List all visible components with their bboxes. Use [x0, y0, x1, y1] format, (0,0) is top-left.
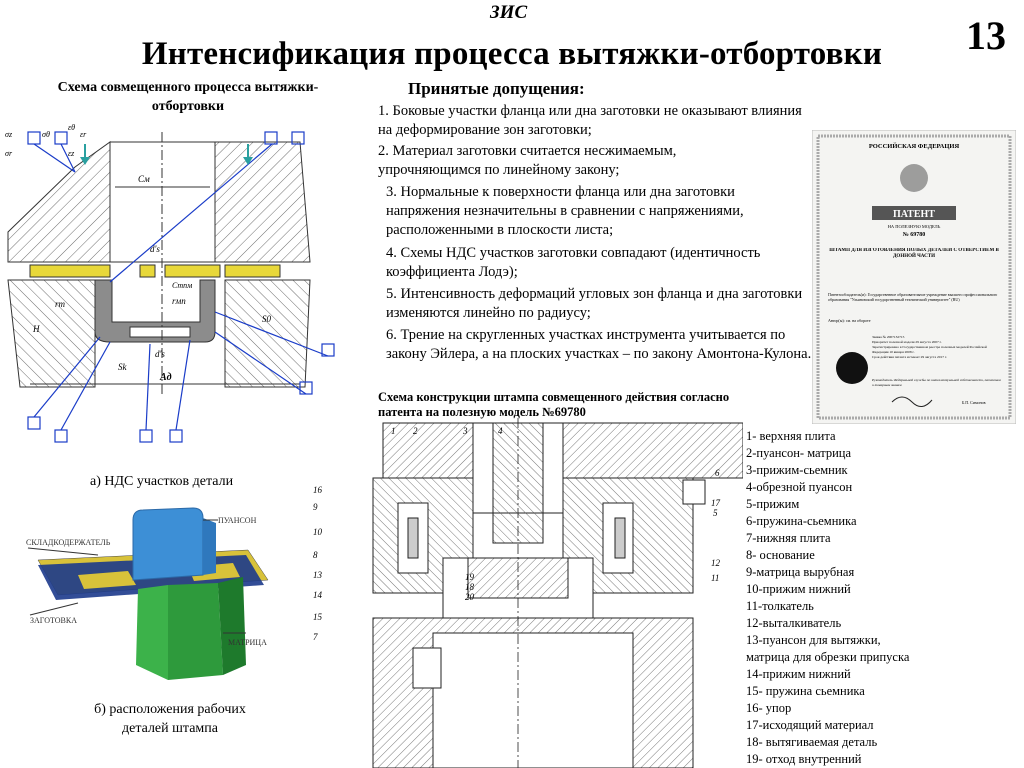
patent-certificate: РОССИЙСКАЯ ФЕДЕРАЦИЯ ПАТЕНТ НА ПОЛЕЗНУЮ …: [812, 130, 1016, 424]
legend-item: 7-нижняя плита: [746, 531, 831, 545]
label-eps-theta: εθ: [68, 123, 75, 132]
assumption-item: 1. Боковые участки фланца или дна загото…: [378, 103, 802, 138]
legend-item: 1- верхняя плита: [746, 429, 836, 443]
callout-7: 7: [313, 632, 318, 642]
assumption-item: 2. Материал заготовки считается несжимае…: [378, 143, 677, 178]
callout-13: 13: [313, 570, 323, 580]
cert-subtitle: НА ПОЛЕЗНУЮ МОДЕЛЬ: [888, 224, 941, 229]
legend-item: 15- пружина сьемника: [746, 684, 865, 698]
cert-type: ПАТЕНТ: [893, 209, 935, 220]
callout-4: 4: [498, 426, 503, 436]
dim-ds2: d's: [155, 349, 165, 359]
dim-cmpm: Cmпм: [172, 281, 192, 290]
label-eps-r: εr: [80, 130, 87, 139]
cert-country: РОССИЙСКАЯ ФЕДЕРАЦИЯ: [869, 142, 960, 150]
legend-item: 6-пружина-сьемника: [746, 514, 857, 528]
assumption-item: 6. Трение на скругленных участках инстру…: [386, 327, 812, 362]
callout-1: 1: [391, 426, 396, 436]
legend-item: 14-прижим нижний: [746, 667, 851, 681]
label-die: МАТРИЦА: [228, 638, 267, 647]
callout-20: 20: [465, 592, 475, 602]
signature-icon: [891, 396, 933, 407]
legend-item: 9-матрица вырубная: [746, 565, 855, 579]
cert-priority: Приоритет полезной модели 29 августа 200…: [872, 340, 942, 344]
dim-h: H: [32, 324, 40, 334]
callout-5: 5: [713, 508, 718, 518]
parts-legend: 1- верхняя плита 2-пуансон- матрица 3-приж…: [746, 428, 909, 768]
label-holder: СКЛАДКОДЕРЖАТЕЛЬ: [26, 538, 111, 547]
cert-signatory: Б.П. Симонов: [962, 400, 986, 405]
callout-10: 10: [313, 527, 323, 537]
callout-19: 19: [465, 572, 475, 582]
callout-8: 8: [313, 550, 318, 560]
page-title: Интенсификация процесса вытяжки-отбортов…: [141, 36, 883, 72]
legend-item: 5-прижим: [746, 497, 800, 511]
callout-14: 14: [313, 590, 323, 600]
legend-item: 19- отход внутренний: [746, 752, 862, 766]
assumption-item: 3. Нормальные к поверхности фланца или д…: [386, 184, 744, 238]
slide-number: 13: [966, 13, 1006, 58]
callout-15: 15: [313, 612, 323, 622]
legend-item: 3-прижим-сьемник: [746, 463, 848, 477]
callout-11: 11: [711, 573, 719, 583]
legend-item: матрица для обрезки припуска: [746, 650, 910, 664]
cert-number: № 69780: [903, 232, 926, 238]
legend-item: 11-толкатель: [746, 599, 814, 613]
label-sigma-theta: σθ: [42, 130, 50, 139]
legend-item: 12-выталкиватель: [746, 616, 842, 630]
legend-item: 8- основание: [746, 548, 815, 562]
legend-item: 18- вытягиваемая деталь: [746, 735, 878, 749]
label-sigma-r: σr: [5, 149, 13, 158]
assumption-item: 5. Интенсивность деформаций угловых зон …: [386, 286, 803, 321]
dim-cm: Cм: [138, 174, 150, 184]
assumptions-heading: Принятые допущения:: [408, 79, 585, 98]
dim-s0: S0: [262, 314, 272, 324]
dim-sk: Sk: [118, 362, 128, 372]
legend-item: 17-исходящий материал: [746, 718, 874, 732]
legend-item: 2-пуансон- матрица: [746, 446, 852, 460]
cert-chief: Руководитель Федеральной службы по интел…: [872, 378, 1001, 387]
caption-b: б) расположения рабочих деталей штампа: [94, 702, 246, 736]
dim-rmp: rмп: [172, 296, 186, 306]
callout-6: 6: [715, 468, 720, 478]
emblem-icon: [900, 164, 928, 192]
header-org: ЗИС: [490, 2, 528, 23]
cert-invention-title: ШТАМП ДЛЯ ИЗГОТОВЛЕНИЯ ПОЛЫХ ДЕТАЛЕЙ С О…: [829, 248, 999, 259]
cert-holder: Патентообладатель(и): Государственное об…: [828, 292, 998, 302]
cert-registered: Зарегистрировано в Государственном реест…: [872, 345, 987, 354]
dim-ad: Aд: [159, 372, 172, 383]
legend-item: 10-прижим нижний: [746, 582, 851, 596]
dim-ds: d's: [150, 244, 160, 254]
callout-12: 12: [711, 558, 721, 568]
patent-caption: Схема конструкции штампа совмещенного де…: [378, 390, 730, 419]
callout-2: 2: [413, 426, 418, 436]
callout-3: 3: [462, 426, 468, 436]
scheme-caption: Схема совмещенного процесса вытяжки-отбо…: [57, 80, 319, 114]
die-parts-3d-model: ПУАНСОН СКЛАДКОДЕРЖАТЕЛЬ ЗАГОТОВКА МАТРИ…: [26, 507, 269, 680]
dim-rm: rm: [55, 299, 66, 309]
legend-item: 16- упор: [746, 701, 792, 715]
caption-a: а) НДС участков детали: [90, 474, 234, 489]
label-eps-z: εz: [68, 149, 75, 158]
callout-16: 16: [313, 485, 323, 495]
cert-application: Заявка № 2007132715: [872, 335, 905, 339]
callout-9: 9: [313, 502, 318, 512]
assumption-item: 4. Схемы НДС участков заготовки совпадаю…: [386, 245, 761, 280]
label-blank: ЗАГОТОВКА: [30, 616, 77, 625]
legend-item: 13-пуансон для вытяжки,: [746, 633, 881, 647]
seal-icon: [836, 352, 868, 384]
callout-17: 17: [711, 498, 721, 508]
die-design-drawing: 1 2 3 4 5 6 7 8 9 10 11 12 13 14 15 16 1…: [313, 418, 743, 768]
cert-authors: Автор(ы): см. на обороте: [828, 318, 871, 323]
legend-item: 4-обрезной пуансон: [746, 480, 853, 494]
stress-state-scheme: Cм d's Cmпм rm rмп S0 H Sk d's Aд σz σr …: [5, 123, 335, 443]
label-punch: ПУАНСОН: [218, 516, 257, 525]
label-sigma-z: σz: [5, 130, 13, 139]
callout-18: 18: [465, 582, 475, 592]
cert-validity: Срок действия патента истекает 29 август…: [872, 355, 947, 359]
